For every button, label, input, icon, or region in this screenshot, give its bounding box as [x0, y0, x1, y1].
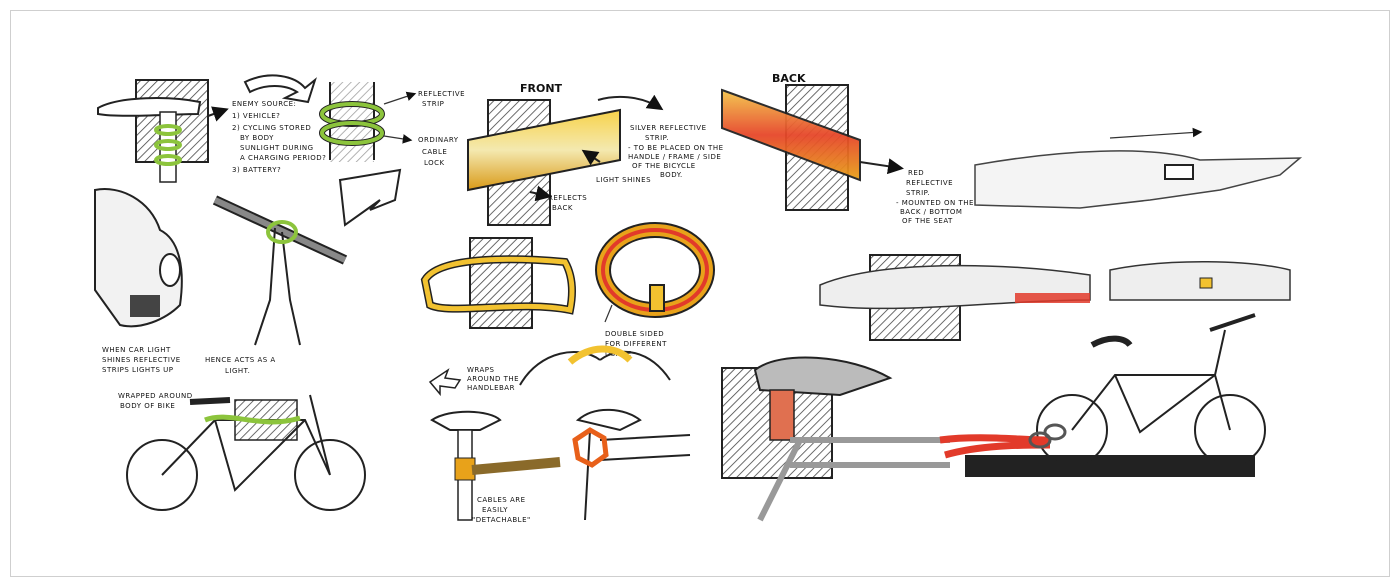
svg-text:SHINES REFLECTIVE: SHINES REFLECTIVE [102, 356, 181, 364]
svg-text:- MOUNTED ON THE: - MOUNTED ON THE [896, 199, 974, 207]
svg-text:BODY.: BODY. [660, 171, 683, 179]
car-front-sketch [94, 188, 183, 328]
svg-text:A CHARGING PERIOD?: A CHARGING PERIOD? [240, 154, 326, 162]
svg-text:HANDLEBAR: HANDLEBAR [467, 384, 515, 392]
svg-text:BACK: BACK [552, 204, 573, 212]
svg-text:LOCK: LOCK [424, 159, 445, 167]
yellow-band-loop [420, 237, 576, 329]
svg-text:1) VEHICLE?: 1) VEHICLE? [232, 112, 280, 120]
heading-front: FRONT [520, 82, 563, 95]
svg-text:REFLECTS: REFLECTS [548, 194, 587, 202]
svg-text:FOR DIFFERENT: FOR DIFFERENT [605, 340, 667, 348]
svg-text:- TO BE PLACED ON THE: - TO BE PLACED ON THE [628, 144, 724, 152]
saddle-closeup-sketch [721, 356, 950, 522]
svg-text:EASILY: EASILY [482, 506, 508, 514]
svg-text:CABLES ARE: CABLES ARE [477, 496, 526, 504]
svg-text:HENCE ACTS AS A: HENCE ACTS AS A [205, 356, 276, 364]
svg-text:LIGHT SHINES: LIGHT SHINES [596, 176, 651, 184]
back-red-reflective-block: RED REFLECTIVE STRIP. - MOUNTED ON THE B… [721, 84, 974, 225]
svg-text:SUNLIGHT DURING: SUNLIGHT DURING [240, 144, 314, 152]
svg-text:WHEN CAR LIGHT: WHEN CAR LIGHT [102, 346, 171, 354]
svg-text:DOUBLE SIDED: DOUBLE SIDED [605, 330, 664, 338]
svg-text:SILVER REFLECTIVE: SILVER REFLECTIVE [630, 124, 707, 132]
svg-text:WRAPS: WRAPS [467, 366, 495, 374]
bike-sketch-1 [126, 394, 366, 511]
svg-text:STRIP: STRIP [422, 100, 444, 108]
frame-octagon-lock [572, 408, 691, 521]
svg-text:CABLE: CABLE [422, 148, 447, 156]
front-reflective-block: SILVER REFLECTIVE STRIP. - TO BE PLACED … [467, 94, 724, 226]
bike-sketch-2-locked [939, 313, 1266, 477]
svg-text:ORDINARY: ORDINARY [418, 136, 459, 144]
svg-text:OF THE SEAT: OF THE SEAT [902, 217, 953, 225]
svg-text:ENEMY SOURCE:: ENEMY SOURCE: [232, 100, 296, 108]
handlebar-sketch [212, 168, 402, 346]
svg-text:STRIPS LIGHTS UP: STRIPS LIGHTS UP [102, 366, 173, 374]
svg-text:HANDLE / FRAME / SIDE: HANDLE / FRAME / SIDE [628, 153, 721, 161]
saddle-rail-red-light [819, 254, 1291, 341]
note-car-light: WHEN CAR LIGHT SHINES REFLECTIVE STRIPS … [102, 346, 276, 410]
svg-text:OF THE BICYCLE: OF THE BICYCLE [632, 162, 696, 170]
svg-text:3) BATTERY?: 3) BATTERY? [232, 166, 281, 174]
svg-text:BODY OF BIKE: BODY OF BIKE [120, 402, 175, 410]
svg-text:RED: RED [908, 169, 924, 177]
heading-back: BACK [772, 72, 806, 85]
svg-text:AROUND THE: AROUND THE [467, 375, 519, 383]
svg-text:2) CYCLING STORED: 2) CYCLING STORED [232, 124, 311, 132]
seatpost-orange-wrap: CABLES ARE EASILY "DETACHABLE" [430, 410, 561, 524]
svg-text:LIGHT.: LIGHT. [225, 367, 250, 375]
svg-text:REFLECTIVE: REFLECTIVE [906, 179, 953, 187]
cable-lock-coil-sketch: REFLECTIVE STRIP ORDINARY CABLE LOCK [319, 82, 465, 167]
saddle-side-view [974, 127, 1303, 209]
svg-text:STRIP.: STRIP. [645, 134, 669, 142]
svg-text:WRAPPED AROUND: WRAPPED AROUND [118, 392, 193, 400]
svg-text:BACK / BOTTOM: BACK / BOTTOM [900, 208, 962, 216]
seatpost-coil-sketch [97, 74, 317, 183]
double-sided-ring: DOUBLE SIDED FOR DIFFERENT USAGE [595, 222, 715, 358]
svg-text:STRIP.: STRIP. [906, 189, 930, 197]
hands-bending-strip: WRAPS AROUND THE HANDLEBAR [428, 345, 671, 397]
note-enemy-source: ENEMY SOURCE: 1) VEHICLE? 2) CYCLING STO… [232, 100, 326, 174]
svg-text:"DETACHABLE": "DETACHABLE" [472, 516, 531, 524]
svg-text:REFLECTIVE: REFLECTIVE [418, 90, 465, 98]
svg-text:BY BODY: BY BODY [240, 134, 274, 142]
